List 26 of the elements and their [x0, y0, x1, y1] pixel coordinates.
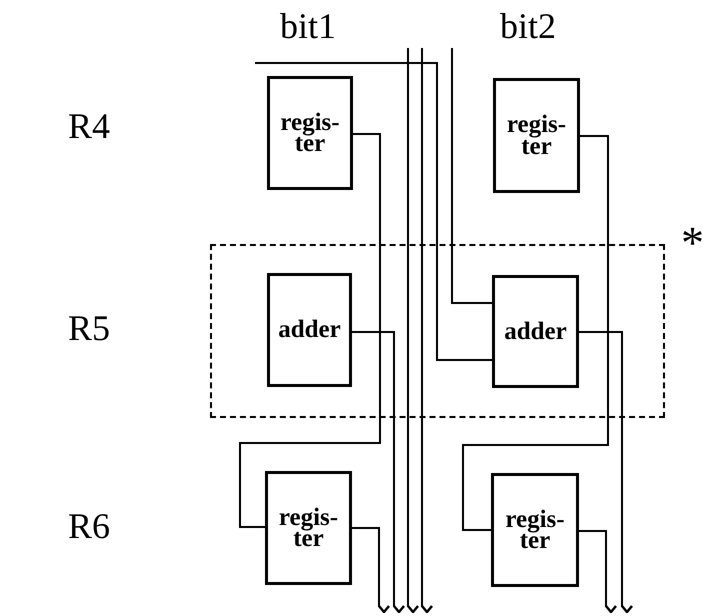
- row-label: R4: [68, 108, 110, 144]
- wire: [239, 133, 381, 528]
- block-label: regis- ter: [279, 112, 341, 154]
- block-box: [492, 275, 579, 388]
- block-label: adder: [503, 320, 568, 342]
- arrow: [579, 530, 618, 614]
- block-box: [267, 76, 353, 190]
- block-label: adder: [277, 319, 342, 341]
- block-box: [267, 273, 352, 387]
- arrow: [352, 331, 406, 614]
- wire: [255, 62, 492, 361]
- row-label: R6: [68, 508, 110, 544]
- arrow: [352, 527, 390, 614]
- bit-label: bit1: [280, 8, 336, 44]
- asterisk-mark: *: [681, 220, 704, 266]
- wire: [451, 48, 492, 304]
- arrow: [579, 331, 634, 614]
- wire: [462, 135, 609, 531]
- block-box: [491, 473, 579, 587]
- block-label: regis- ter: [504, 508, 566, 552]
- block-label: regis- ter: [506, 114, 568, 157]
- block-label: regis- ter: [278, 506, 340, 550]
- block-box: [265, 471, 352, 585]
- row-label: R5: [68, 310, 110, 346]
- bit-label: bit2: [500, 8, 556, 44]
- block-box: [493, 78, 580, 193]
